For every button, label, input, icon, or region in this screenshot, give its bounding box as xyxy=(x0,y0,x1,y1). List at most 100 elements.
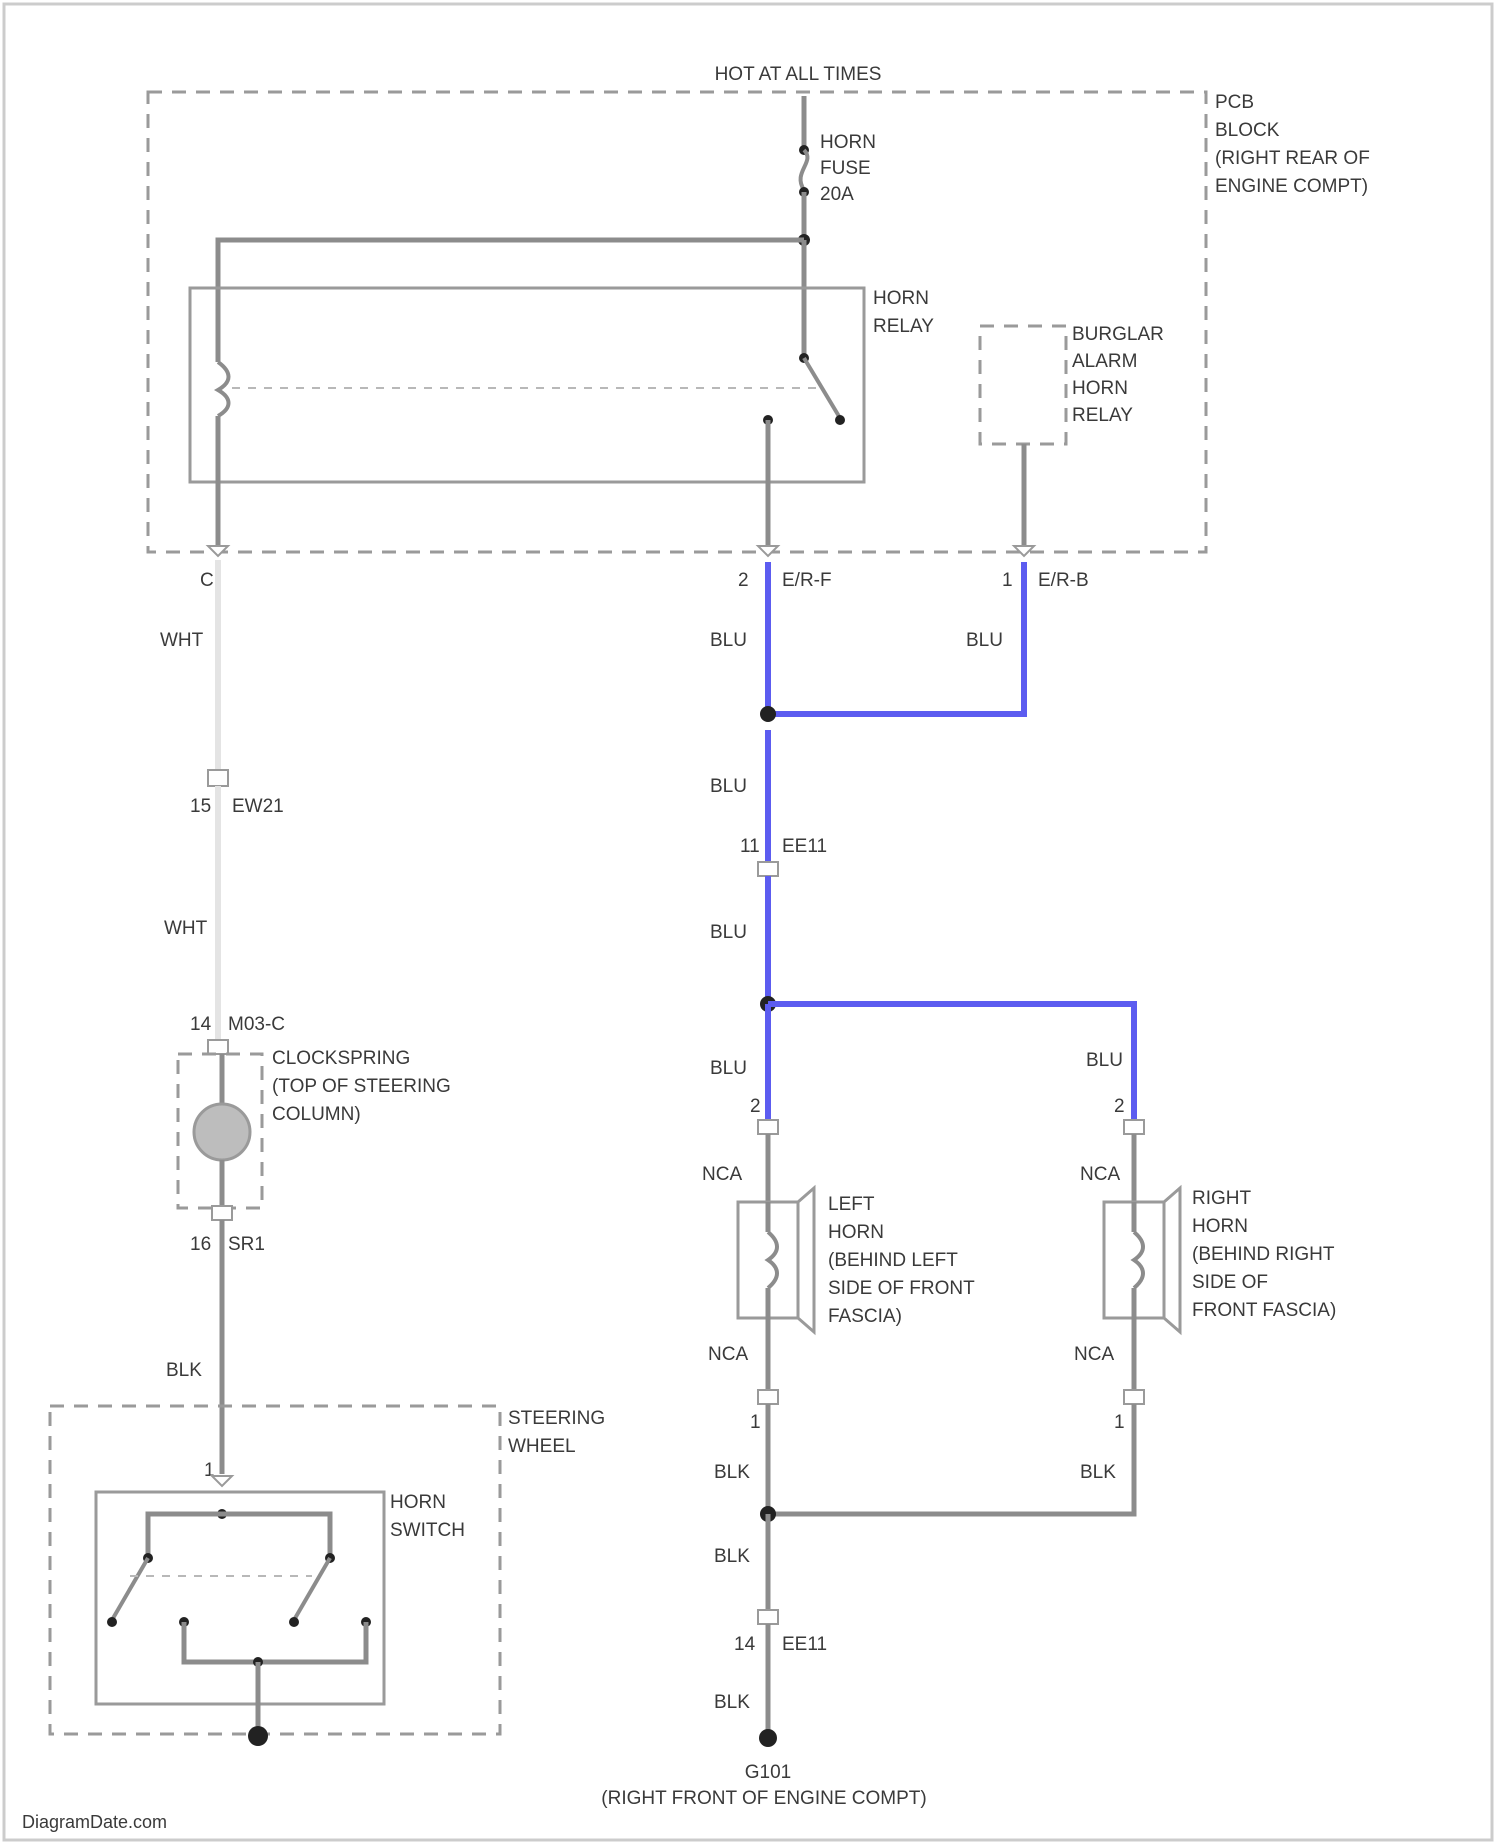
nca-label-2: NCA xyxy=(1080,1164,1120,1185)
blu-label-3: BLU xyxy=(710,776,747,797)
horn-fuse-label: HORN FUSE 20A xyxy=(820,132,876,205)
blk-label-4: BLK xyxy=(714,1692,750,1713)
svg-text:(TOP OF STEERING: (TOP OF STEERING xyxy=(272,1076,451,1097)
horn-relay-label: HORN RELAY xyxy=(873,288,934,337)
svg-text:SIDE OF FRONT: SIDE OF FRONT xyxy=(828,1278,975,1299)
connector-ew21-id: EW21 xyxy=(232,796,284,817)
blu-label-2: BLU xyxy=(966,630,1003,651)
pcb-connector-erb: E/R-B xyxy=(1038,570,1089,591)
burglar-alarm-horn-relay-label: BURGLAR ALARM HORN RELAY xyxy=(1072,324,1164,426)
horn-switch-box xyxy=(96,1492,384,1704)
nca-label-1: NCA xyxy=(702,1164,742,1185)
svg-text:ENGINE COMPT): ENGINE COMPT) xyxy=(1215,176,1368,197)
blk-label-1: BLK xyxy=(714,1462,750,1483)
svg-text:(RIGHT REAR OF: (RIGHT REAR OF xyxy=(1215,148,1370,169)
svg-text:SWITCH: SWITCH xyxy=(390,1520,465,1541)
left-horn-terminal-bottom xyxy=(758,1390,778,1404)
left-horn-terminal-top xyxy=(758,1120,778,1134)
right-horn-label: RIGHT HORN (BEHIND RIGHT SIDE OF FRONT F… xyxy=(1192,1188,1336,1321)
svg-text:(BEHIND LEFT: (BEHIND LEFT xyxy=(828,1250,958,1271)
clockspring-symbol xyxy=(194,1104,250,1160)
ground-g101-icon xyxy=(759,1729,777,1747)
connector-sr1-id: SR1 xyxy=(228,1234,265,1255)
steering-wheel-label: STEERING WHEEL xyxy=(508,1408,605,1457)
horn-switch-common-bus xyxy=(148,1514,330,1556)
horn-relay-box xyxy=(190,288,864,482)
svg-text:FUSE: FUSE xyxy=(820,158,871,179)
svg-text:HORN: HORN xyxy=(390,1492,446,1513)
svg-text:RIGHT: RIGHT xyxy=(1192,1188,1252,1209)
burglar-alarm-relay-outline xyxy=(980,326,1066,444)
connector-m03c-id: M03-C xyxy=(228,1014,285,1035)
svg-text:WHEEL: WHEEL xyxy=(508,1436,576,1457)
relay-switch-contact-tip xyxy=(835,415,845,425)
svg-text:LEFT: LEFT xyxy=(828,1194,875,1215)
blk-wire-label-switch: BLK xyxy=(166,1360,202,1381)
svg-text:FASCIA): FASCIA) xyxy=(828,1306,902,1327)
fuse-symbol xyxy=(801,150,808,190)
svg-text:STEERING: STEERING xyxy=(508,1408,605,1429)
horn-switch-left-tip xyxy=(107,1617,117,1627)
right-horn-terminal-top xyxy=(1124,1120,1144,1134)
blu-label-1: BLU xyxy=(710,630,747,651)
blu-wire-right-horn xyxy=(768,1004,1134,1120)
left-horn-pin-bottom: 1 xyxy=(750,1412,761,1433)
pcb-block-label: PCB BLOCK (RIGHT REAR OF ENGINE COMPT) xyxy=(1215,92,1370,197)
ground-g101-location: (RIGHT FRONT OF ENGINE COMPT) xyxy=(601,1788,926,1809)
svg-text:ALARM: ALARM xyxy=(1072,351,1137,372)
svg-text:HORN: HORN xyxy=(828,1222,884,1243)
horn-switch-ground-bus xyxy=(184,1622,366,1662)
hot-at-all-times-label: HOT AT ALL TIMES xyxy=(715,64,882,85)
nca-label-4: NCA xyxy=(1074,1344,1114,1365)
watermark: DiagramDate.com xyxy=(22,1812,167,1832)
connector-ee11-upper-pin: 11 xyxy=(740,836,760,857)
horn-switch-terminal xyxy=(212,1476,232,1486)
svg-text:HORN: HORN xyxy=(1192,1216,1248,1237)
svg-text:RELAY: RELAY xyxy=(1072,405,1133,426)
svg-text:20A: 20A xyxy=(820,184,854,205)
nca-label-3: NCA xyxy=(708,1344,748,1365)
right-horn-coil-icon xyxy=(1134,1232,1143,1288)
svg-text:BURGLAR: BURGLAR xyxy=(1072,324,1164,345)
blu-label-5: BLU xyxy=(710,1058,747,1079)
connector-ee11-lower-pin: 14 xyxy=(734,1634,756,1655)
left-horn-pin-top: 2 xyxy=(750,1096,761,1117)
connector-sr1 xyxy=(212,1206,232,1220)
connector-ee11-lower-id: EE11 xyxy=(782,1634,827,1655)
connector-sr1-pin: 16 xyxy=(190,1234,211,1255)
right-horn-bell xyxy=(1164,1188,1180,1332)
right-horn-pin-top: 2 xyxy=(1114,1096,1125,1117)
svg-text:HORN: HORN xyxy=(873,288,929,309)
relay-coil-symbol xyxy=(218,362,229,416)
connector-m03c-pin: 14 xyxy=(190,1014,212,1035)
svg-text:SIDE OF: SIDE OF xyxy=(1192,1272,1268,1293)
svg-text:(BEHIND RIGHT: (BEHIND RIGHT xyxy=(1192,1244,1335,1265)
right-horn-terminal-bottom xyxy=(1124,1390,1144,1404)
svg-text:FRONT FASCIA): FRONT FASCIA) xyxy=(1192,1300,1336,1321)
horn-switch-right-blade xyxy=(294,1558,330,1620)
pcb-connector-erf: E/R-F xyxy=(782,570,832,591)
steering-wheel-outline xyxy=(50,1406,500,1734)
svg-text:COLUMN): COLUMN) xyxy=(272,1104,361,1125)
right-horn-pin-bottom: 1 xyxy=(1114,1412,1125,1433)
steering-wheel-ground-icon xyxy=(248,1726,268,1746)
connector-ee11-lower xyxy=(758,1610,778,1624)
left-horn-label: LEFT HORN (BEHIND LEFT SIDE OF FRONT FAS… xyxy=(828,1194,975,1327)
svg-text:CLOCKSPRING: CLOCKSPRING xyxy=(272,1048,410,1069)
blu-splice-1 xyxy=(760,706,776,722)
connector-ew21 xyxy=(208,770,228,786)
ground-g101-id: G101 xyxy=(745,1762,791,1783)
connector-ee11-upper-id: EE11 xyxy=(782,836,827,857)
svg-text:PCB: PCB xyxy=(1215,92,1254,113)
svg-text:HORN: HORN xyxy=(820,132,876,153)
blk-label-3: BLK xyxy=(714,1546,750,1567)
wht-wire-label-1: WHT xyxy=(160,630,204,651)
wht-wire-label-2: WHT xyxy=(164,918,208,939)
blk-label-2: BLK xyxy=(1080,1462,1116,1483)
connector-ew21-pin: 15 xyxy=(190,796,211,817)
blk-wire-right-horn xyxy=(768,1404,1134,1514)
relay-coil-feed-wire xyxy=(218,240,804,362)
svg-text:HORN: HORN xyxy=(1072,378,1128,399)
left-horn-bell xyxy=(798,1188,814,1332)
